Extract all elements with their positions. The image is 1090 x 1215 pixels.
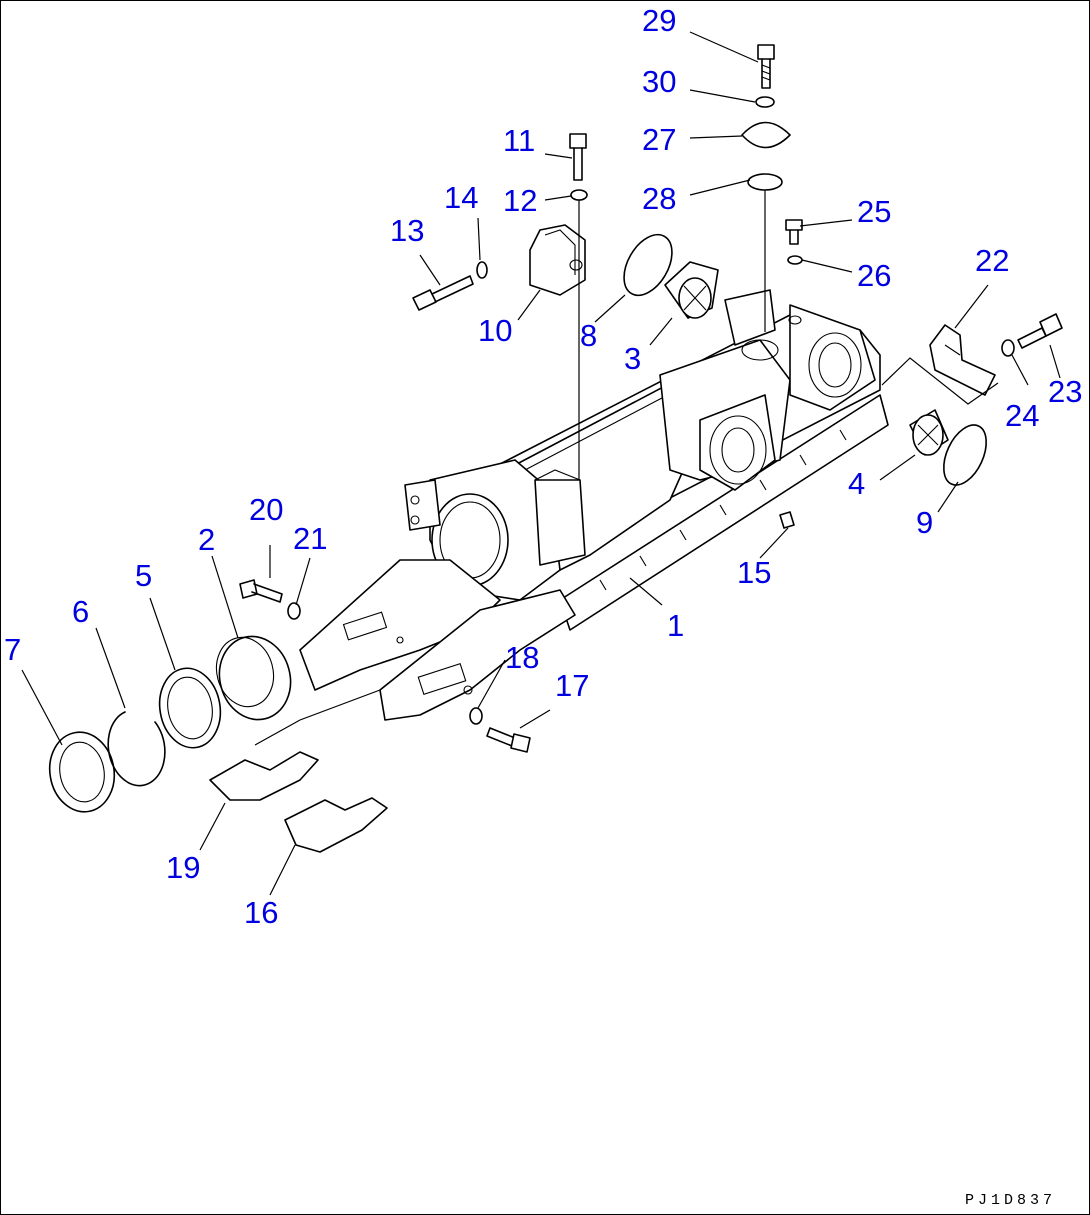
callout-17: 17 — [555, 668, 590, 703]
callout-25: 25 — [857, 194, 892, 229]
callout-26: 26 — [857, 258, 892, 293]
part-2-ring — [215, 635, 292, 721]
part-8-ring — [623, 233, 673, 297]
part-25-plug — [785, 219, 803, 245]
callout-11: 11 — [503, 123, 536, 158]
callout-20: 20 — [249, 492, 284, 527]
part-17-bolt — [486, 727, 531, 753]
part-26-oring — [787, 255, 803, 265]
leader-lines — [21, 31, 1061, 896]
callout-3: 3 — [624, 341, 642, 376]
part-20-bolt — [239, 579, 283, 603]
part-29-bolt — [757, 44, 775, 89]
callout-27: 27 — [642, 122, 677, 157]
part-13-bolt — [412, 275, 474, 311]
part-9-ring — [943, 424, 987, 486]
part-15-fitting — [779, 511, 795, 529]
callout-14: 14 — [444, 180, 479, 215]
callout-9: 9 — [916, 505, 934, 540]
part-23-bolt — [1017, 313, 1063, 349]
callout-30: 30 — [642, 64, 677, 99]
part-3-bushing — [664, 261, 719, 319]
part-16-cover — [284, 797, 388, 853]
callout-28: 28 — [642, 181, 677, 216]
part-14-washer — [476, 261, 488, 279]
part-18-washer — [469, 707, 483, 725]
callout-24: 24 — [1005, 398, 1040, 433]
callout-16: 16 — [244, 895, 279, 930]
callout-22: 22 — [975, 243, 1010, 278]
part-30-washer — [755, 96, 775, 108]
callout-15: 15 — [737, 555, 772, 590]
part-24-washer — [1001, 339, 1015, 357]
part-10-bracket — [529, 224, 586, 296]
part-28-gasket — [747, 173, 783, 191]
callout-4: 4 — [848, 466, 866, 501]
part-21-washer — [287, 602, 301, 620]
callout-12: 12 — [503, 183, 538, 218]
callout-19: 19 — [166, 850, 201, 885]
callout-6: 6 — [72, 594, 90, 629]
part-11-bolt — [569, 133, 587, 181]
callout-8: 8 — [580, 318, 598, 353]
part-5-ring — [158, 667, 222, 749]
callout-18: 18 — [505, 640, 540, 675]
callout-5: 5 — [135, 558, 153, 593]
drawing-code: PJ1D837 — [964, 1192, 1056, 1209]
part-7-ring — [48, 731, 116, 813]
callout-23: 23 — [1048, 374, 1083, 409]
part-22-guard — [929, 324, 996, 396]
part-19-cover — [209, 751, 319, 801]
callout-10: 10 — [478, 313, 513, 348]
callout-29: 29 — [642, 3, 677, 38]
part-4-bushing — [909, 409, 949, 456]
callout-2: 2 — [198, 522, 216, 557]
main-frame-part — [299, 289, 889, 721]
part-27-cap — [741, 121, 791, 149]
callout-7: 7 — [4, 632, 22, 667]
part-12-washer — [570, 189, 588, 201]
callout-1: 1 — [667, 608, 685, 643]
callout-13: 13 — [390, 213, 425, 248]
callout-21: 21 — [293, 521, 328, 556]
part-6-snap-ring — [107, 711, 166, 787]
